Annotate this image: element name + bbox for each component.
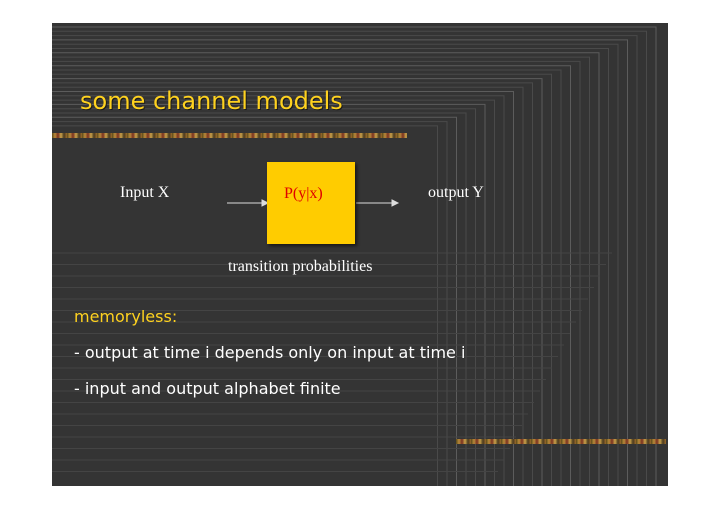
bg-line: [52, 112, 467, 486]
transition-caption: transition probabilities: [228, 258, 373, 275]
bg-line: [52, 35, 638, 486]
channel-box-label: P(y|x): [284, 185, 323, 202]
bg-line: [52, 65, 571, 486]
bg-line: [52, 48, 609, 486]
body-line-1: - output at time i depends only on input…: [74, 343, 466, 362]
bg-line: [52, 78, 543, 486]
slide-title: some channel models: [80, 87, 343, 115]
background-grid-lines: [52, 26, 657, 486]
body-line-2: - input and output alphabet finite: [74, 379, 341, 398]
bg-line: [52, 56, 590, 486]
bg-line: [52, 116, 457, 486]
bg-line: [52, 91, 514, 486]
bg-line: [52, 52, 600, 486]
bg-line: [52, 121, 448, 486]
bg-line: [52, 95, 505, 486]
bg-line: [52, 73, 552, 486]
bg-line: [52, 103, 486, 486]
diagram-arrows: [227, 199, 400, 207]
memoryless-heading: memoryless:: [74, 307, 178, 326]
bg-line: [52, 108, 476, 486]
bg-line: [52, 99, 495, 486]
title-underline-stripe: [52, 133, 407, 138]
bg-line: [52, 60, 581, 486]
bg-line: [52, 30, 647, 486]
input-arrow: [227, 199, 270, 207]
bg-line: [52, 43, 619, 486]
bg-line: [52, 86, 524, 486]
bg-line: [52, 69, 562, 486]
input-label: Input X: [120, 184, 170, 201]
bg-line: [52, 125, 438, 486]
bottom-accent-stripe: [456, 439, 666, 444]
channel-box: [267, 162, 355, 244]
bg-line: [52, 39, 628, 486]
bg-line: [52, 26, 657, 486]
output-label: output Y: [428, 184, 484, 201]
output-arrow: [356, 199, 400, 207]
slide: some channel models Input X P(y|x) outpu…: [52, 23, 668, 486]
bg-line: [52, 82, 533, 486]
